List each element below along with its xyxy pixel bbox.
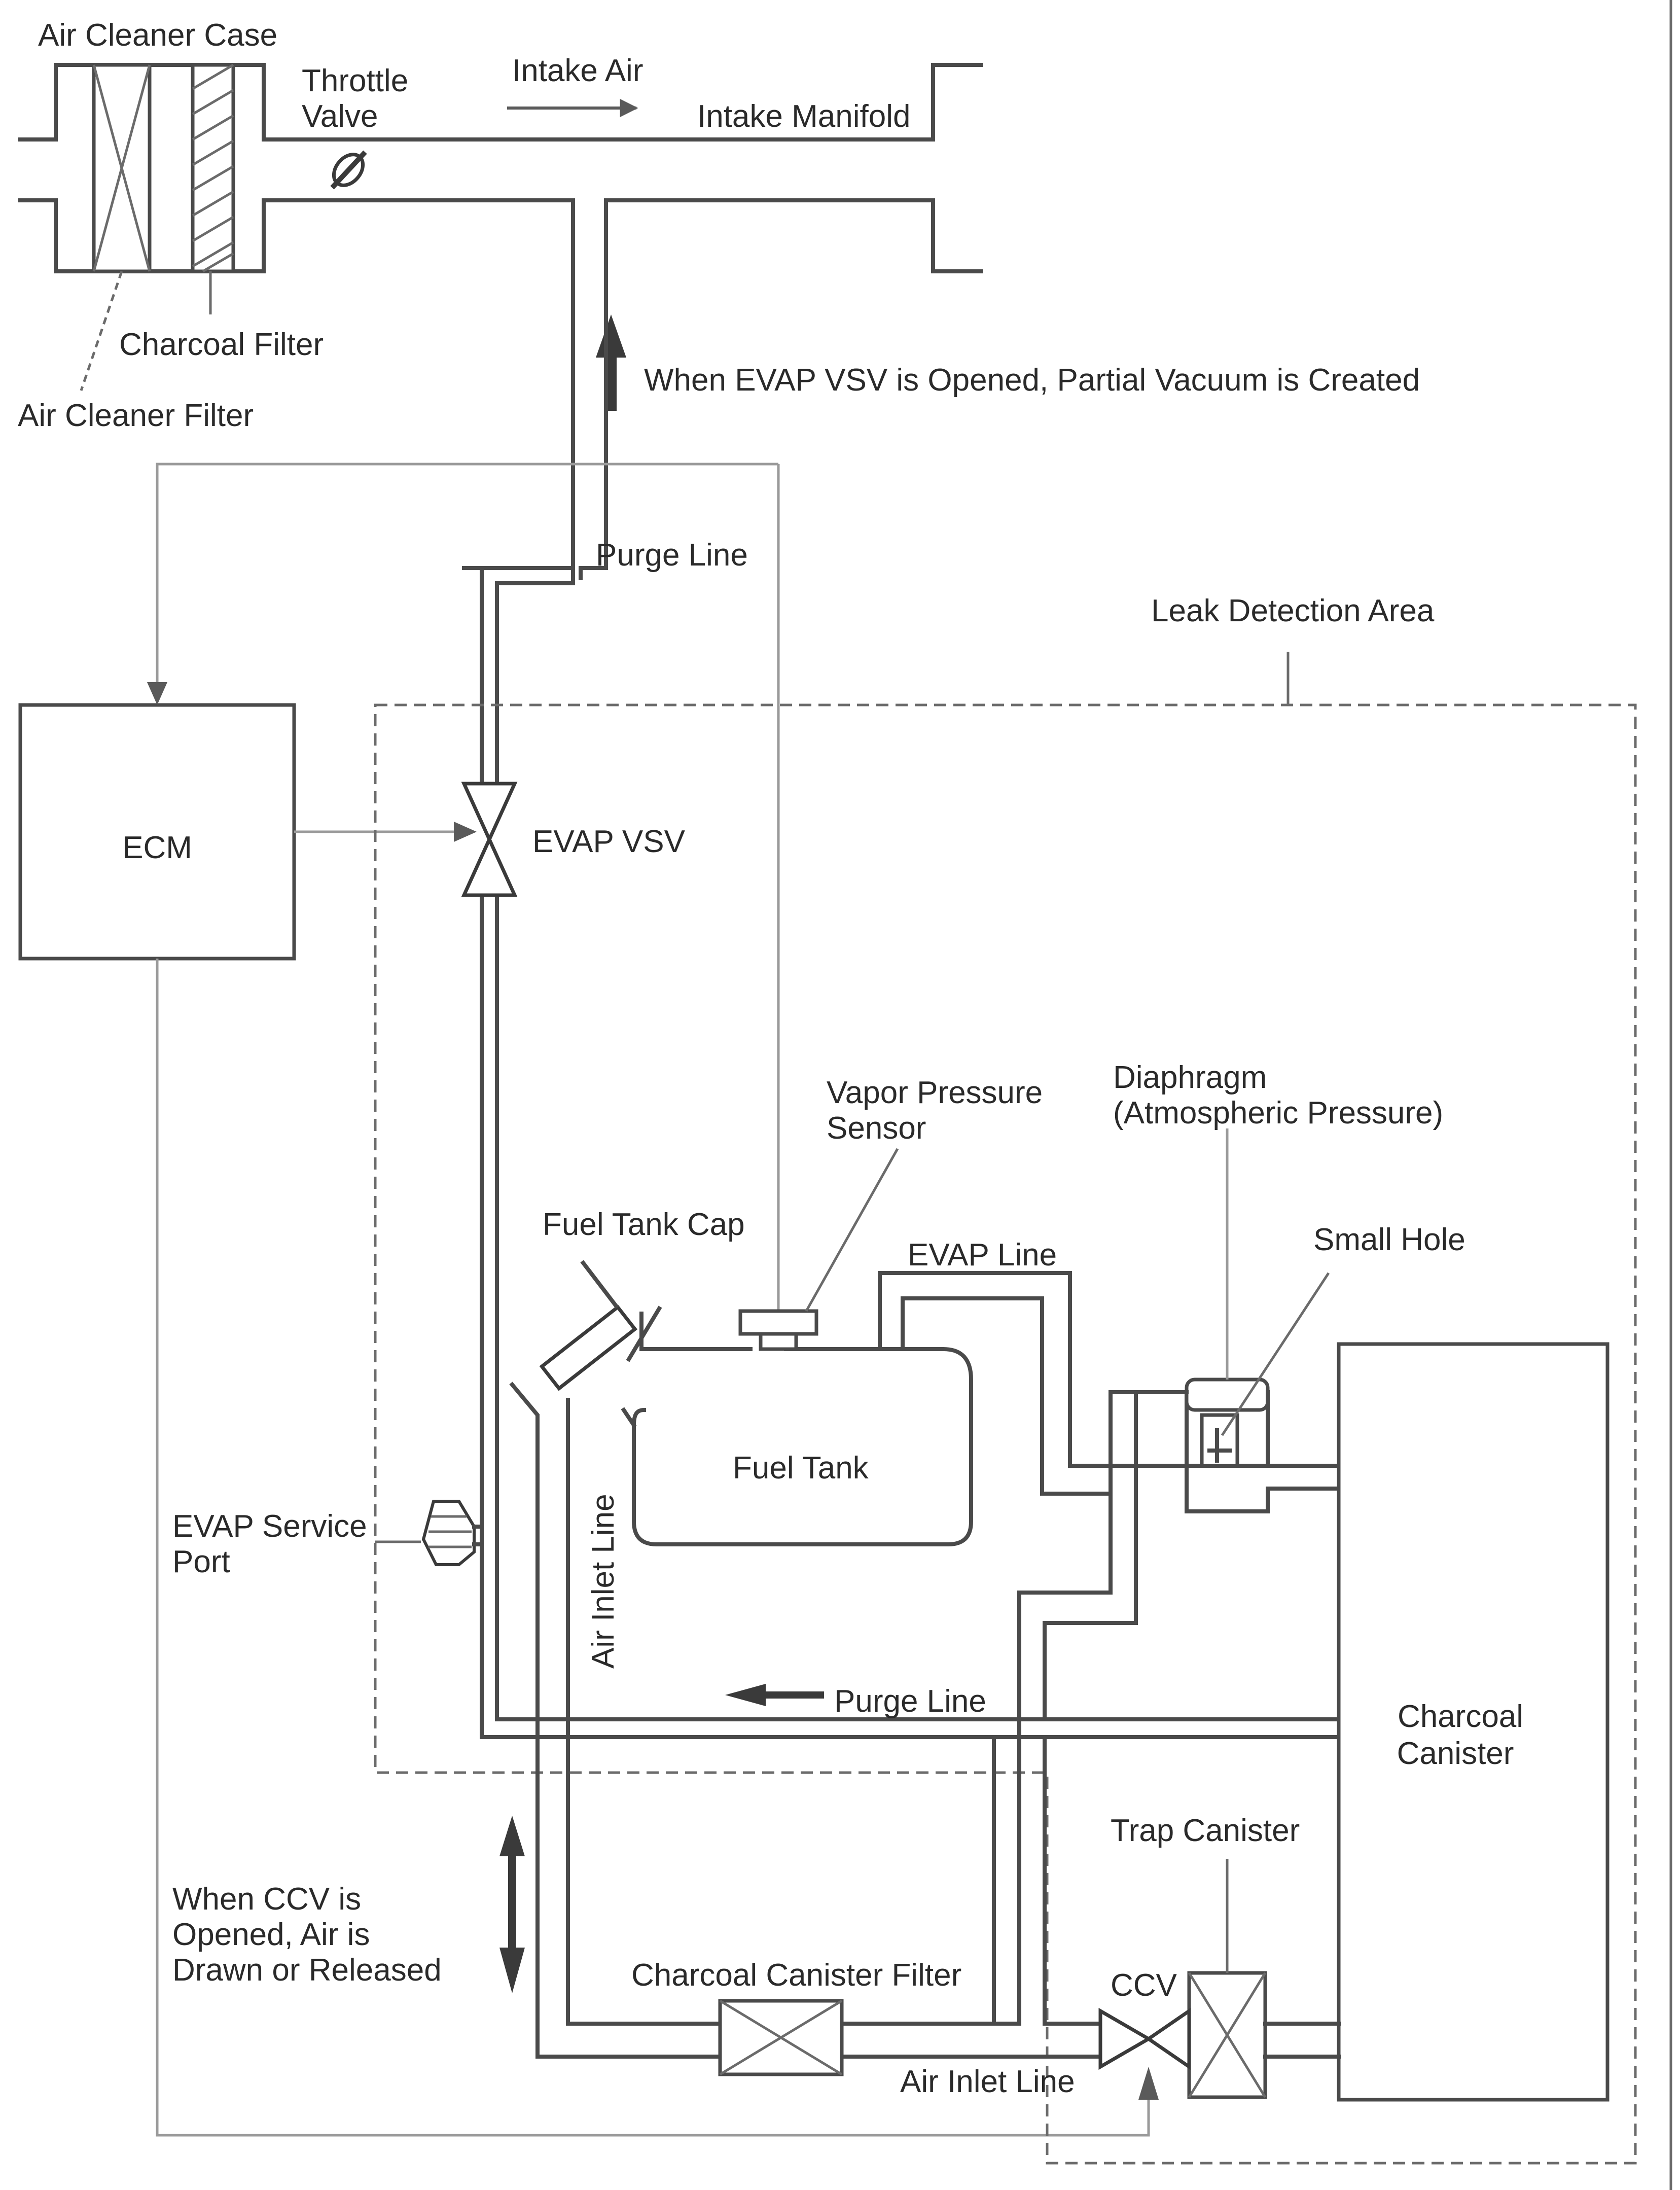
ccv-label: CCV [1111,1968,1177,2003]
charcoal-filter [191,63,235,273]
throttle-valve-label-2: Valve [302,99,378,134]
fuel-tank-label: Fuel Tank [733,1451,869,1486]
evap-line [878,1271,1227,1496]
charcoal-canister-filter [718,1999,996,2076]
air-inlet-line-bottom-label: Air Inlet Line [900,2064,1075,2099]
small-hole-label: Small Hole [1313,1222,1465,1257]
diaphragm-label-1: Diaphragm [1113,1060,1267,1095]
purge-line [462,198,1341,1739]
air-inlet-filler-neck [509,1382,722,2059]
diaphragm-label-2: (Atmospheric Pressure) [1113,1096,1443,1131]
ccv-double-arrow [499,1816,525,1993]
purge-line-label-bottom: Purge Line [834,1684,986,1719]
intake-manifold-label: Intake Manifold [697,99,910,134]
charcoal-canister: Charcoal Canister [1337,1342,1610,2102]
purge-flow-arrow [725,1684,824,1706]
ccv-note-2: Opened, Air is [172,1917,370,1952]
evap-vsv-label: EVAP VSV [532,824,686,859]
purge-line-label-top: Purge Line [596,538,748,573]
sensor-signal-line [156,463,778,700]
charcoal-canister-filter-label: Charcoal Canister Filter [631,1958,961,1993]
ccv-note-3: Drawn or Released [172,1953,442,1988]
air-inlet-line-vertical-label: Air Inlet Line [586,1494,621,1669]
leak-detection-area-label: Leak Detection Area [1151,593,1435,628]
ecm-box: ECM [18,703,296,961]
charcoal-filter-label: Charcoal Filter [119,327,324,362]
charcoal-canister-label-1: Charcoal [1398,1699,1523,1734]
ccv-valve [1098,2007,1191,2070]
vapor-pressure-sensor [738,1309,818,1351]
throttle-valve-icon [330,150,367,190]
canister-lower-lines [992,1492,1138,2059]
air-cleaner-case-label: Air Cleaner Case [38,18,277,53]
vacuum-arrow-up [596,314,626,411]
evap-vsv-valve [461,782,518,897]
ecm-ccv-signal [156,959,1150,2137]
trap-canister-label: Trap Canister [1111,1813,1300,1848]
air-cleaner-filter [92,63,152,273]
evap-service-port-label-2: Port [172,1544,230,1579]
evap-service-port [421,1500,484,1566]
ecm-label: ECM [122,830,192,865]
air-cleaner-case [18,63,983,273]
vapor-pressure-sensor-label-1: Vapor Pressure [827,1075,1043,1110]
vacuum-note: When EVAP VSV is Opened, Partial Vacuum … [644,363,1420,398]
vapor-pressure-sensor-label-2: Sensor [827,1111,926,1146]
leak-detection-area [374,703,1637,2165]
fuel-tank [626,1305,973,1546]
fuel-tank-cap [539,1260,638,1391]
evap-line-label: EVAP Line [908,1238,1057,1273]
fuel-tank-cap-label: Fuel Tank Cap [543,1207,745,1242]
intake-air-label: Intake Air [512,53,643,88]
evap-service-port-label-1: EVAP Service [172,1509,367,1544]
diaphragm-valve [1109,1377,1341,1513]
trap-canister [1187,1859,1341,2099]
charcoal-canister-label-2: Canister [1397,1736,1514,1771]
air-cleaner-filter-label: Air Cleaner Filter [18,398,254,433]
ccv-note-1: When CCV is [172,1882,361,1917]
throttle-valve-label-1: Throttle [302,63,408,98]
